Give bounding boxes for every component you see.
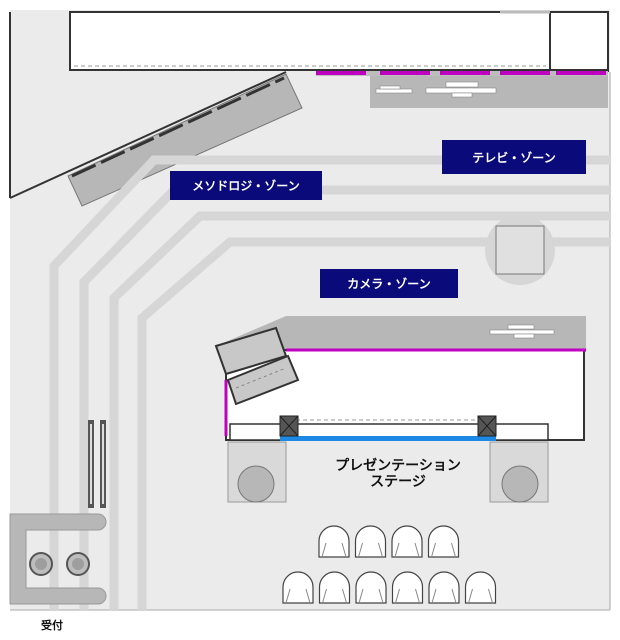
audience-chair	[354, 525, 387, 558]
stage-speaker-left	[279, 415, 299, 437]
top-storage-room	[69, 10, 609, 71]
audience-chair	[391, 525, 423, 558]
tv-zone-label: テレビ・ゾーン	[442, 140, 586, 174]
audience-chair	[355, 571, 387, 604]
audience-chair	[318, 525, 350, 558]
left-wall-panels	[88, 420, 106, 508]
camera-counter	[216, 316, 586, 378]
tv-zone-text: テレビ・ゾーン	[472, 150, 555, 165]
stage-side-table-right	[489, 441, 549, 503]
audience-chair	[427, 525, 460, 558]
audience-chair	[464, 571, 497, 604]
methodology-zone-label: メソドロジ・ゾーン	[170, 171, 322, 200]
camera-zone-text: カメラ・ゾーン	[347, 276, 430, 291]
column-fixture	[485, 215, 555, 285]
reception-label: 受付	[41, 618, 63, 632]
stage-label-line2: ステージ	[370, 474, 426, 490]
stage-screens	[214, 326, 300, 406]
audience-chair	[318, 571, 351, 604]
methodology-display-wall	[67, 73, 303, 207]
stage-label-line1: プレゼンテーション	[335, 457, 461, 474]
stage-side-table-left	[227, 441, 287, 503]
reception-desk	[9, 513, 107, 605]
audience-seating	[282, 525, 497, 604]
audience-chair	[282, 571, 314, 604]
stage-speaker-right	[477, 415, 497, 437]
top-accent-strip	[316, 71, 608, 76]
audience-chair	[391, 571, 424, 604]
tv-zone-counter	[370, 76, 608, 108]
camera-zone-label: カメラ・ゾーン	[320, 269, 458, 298]
methodology-zone-text: メソドロジ・ゾーン	[192, 178, 299, 193]
audience-chair	[428, 571, 460, 604]
